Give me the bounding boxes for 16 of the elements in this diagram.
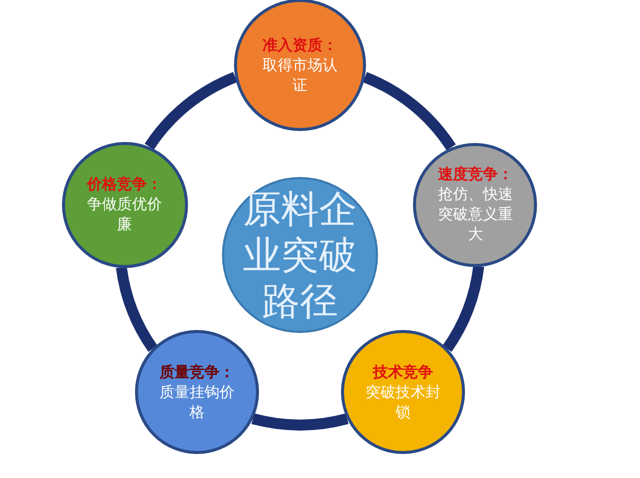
circle-heading: 速度竞争：	[438, 165, 513, 184]
ring-connector	[442, 265, 484, 352]
circle-heading: 准入资质：	[262, 36, 338, 54]
circle-text: 争做质优价廉	[86, 194, 164, 234]
ring-connector	[252, 413, 348, 430]
circle-heading: 质量竞争：	[159, 362, 234, 382]
hub-title: 原料企业突破路径	[242, 186, 358, 324]
circle-text: 突破技术封锁	[364, 382, 442, 422]
circle-text: 抢仿、快速突破意义重大	[436, 184, 514, 244]
ring-connector	[116, 266, 158, 352]
circle-heading: 价格竞争：	[87, 175, 162, 194]
ring-connector	[362, 72, 456, 151]
circle-text: 质量挂钩价格	[158, 382, 236, 422]
circle-heading: 技术竞争	[373, 362, 434, 382]
circle-text: 取得市场认证	[262, 54, 338, 94]
ring-connector	[144, 72, 238, 150]
